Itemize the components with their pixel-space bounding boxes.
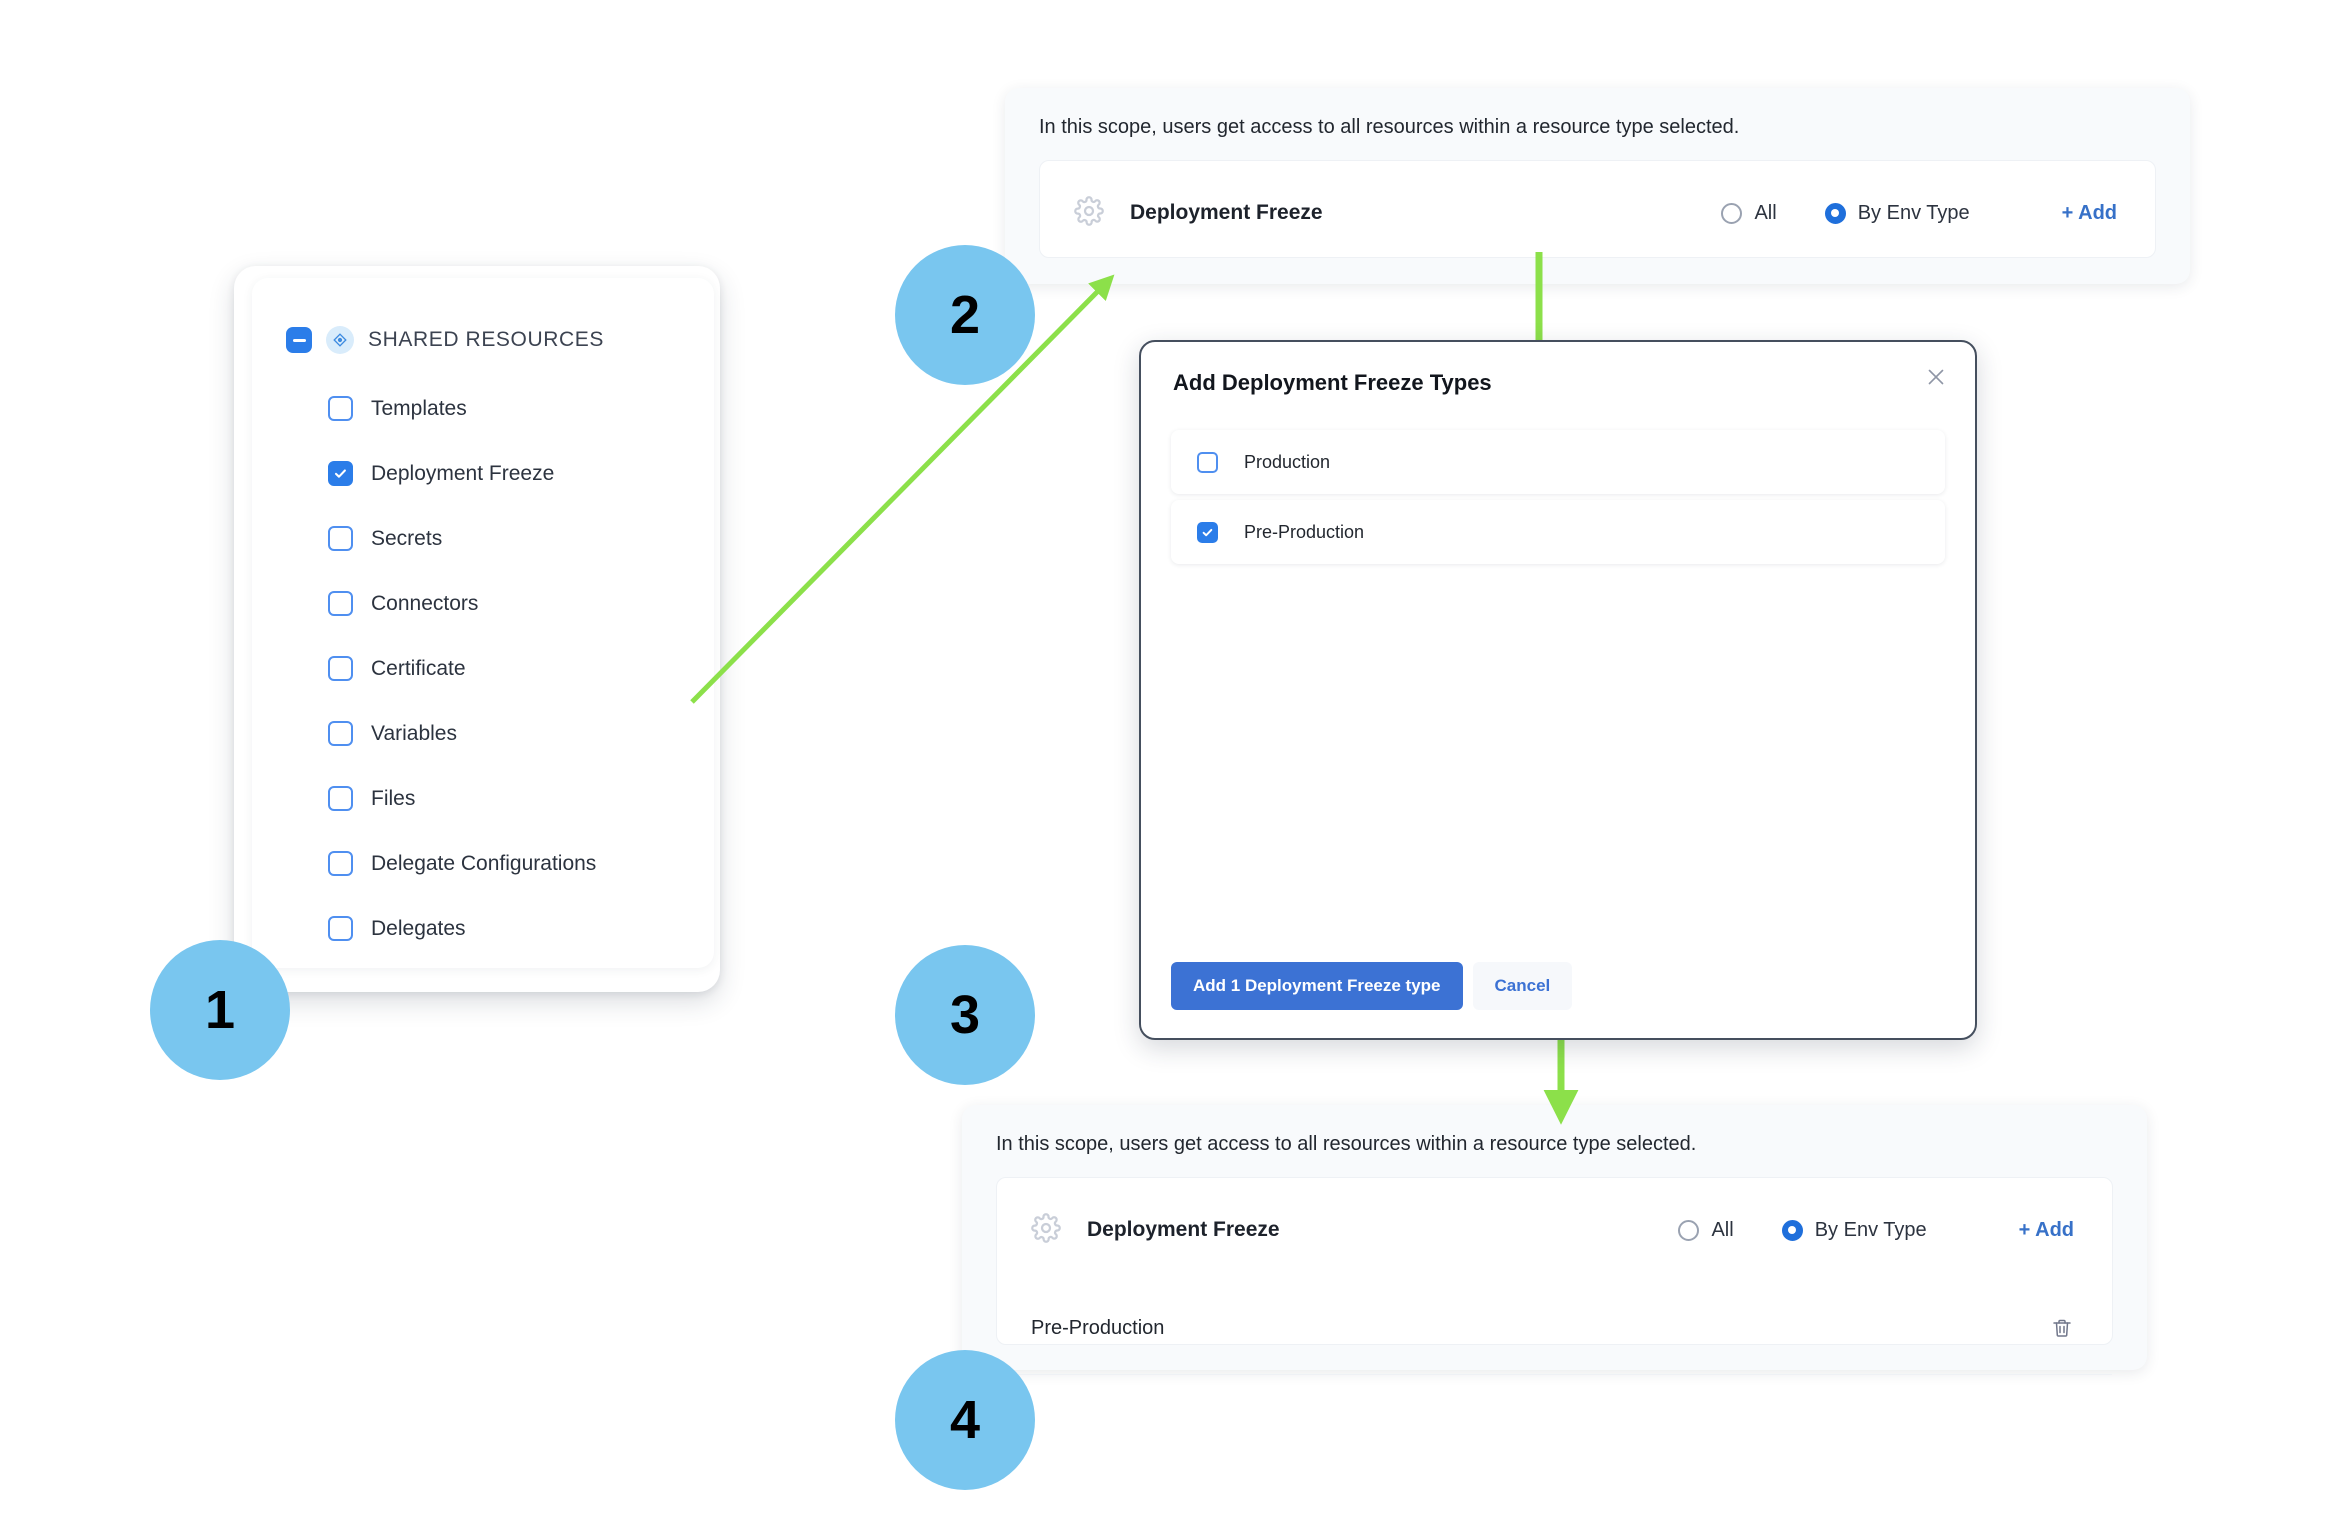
checkbox-certificate[interactable]	[328, 656, 353, 681]
scope-panel-bottom: In this scope, users get access to all r…	[962, 1105, 2147, 1375]
checkbox-connectors[interactable]	[328, 591, 353, 616]
checkbox-variables[interactable]	[328, 721, 353, 746]
resource-label: Deployment Freeze	[371, 461, 555, 485]
resource-label: Delegates	[371, 916, 466, 940]
step-badge-4: 4	[895, 1350, 1035, 1490]
radio-icon-all[interactable]	[1721, 202, 1743, 224]
checkbox-secrets[interactable]	[328, 526, 353, 551]
shared-resources-header[interactable]: SHARED RESOURCES	[252, 278, 714, 354]
resource-type-card-top: Deployment Freeze All By Env Type + Add	[1039, 160, 2156, 258]
modal-option-production[interactable]: Production	[1171, 430, 1945, 494]
resource-item-connectors[interactable]: Connectors	[252, 571, 714, 636]
add-deployment-freeze-type-button[interactable]: Add 1 Deployment Freeze type	[1171, 962, 1463, 1010]
trash-icon[interactable]	[2050, 1316, 2074, 1340]
resource-item-certificate[interactable]: Certificate	[252, 636, 714, 701]
cancel-button[interactable]: Cancel	[1472, 962, 1573, 1010]
scope-panel-top: In this scope, users get access to all r…	[1005, 88, 2190, 284]
resource-label: Delegate Configurations	[371, 851, 597, 875]
add-button-bottom[interactable]: + Add	[2018, 1218, 2074, 1241]
checkbox-deployment-freeze[interactable]	[328, 461, 353, 486]
scope-controls: All By Env Type + Add	[1630, 1219, 2074, 1242]
modal-option-label: Pre-Production	[1244, 521, 1365, 542]
shared-resources-title: SHARED RESOURCES	[368, 328, 604, 351]
scope-description: In this scope, users get access to all r…	[1039, 116, 1740, 138]
checkbox-files[interactable]	[328, 786, 353, 811]
scope-description: In this scope, users get access to all r…	[996, 1133, 1697, 1155]
modal-option-pre-production[interactable]: Pre-Production	[1171, 500, 1945, 564]
selected-env-row-pre-production: Pre-Production	[997, 1282, 2112, 1375]
radio-label: All	[1754, 201, 1777, 224]
checkbox-templates[interactable]	[328, 396, 353, 421]
modal-footer: Add 1 Deployment Freeze type Cancel	[1171, 962, 1573, 1010]
radio-icon-by-env-type[interactable]	[1781, 1219, 1803, 1241]
add-deployment-freeze-types-modal: Add Deployment Freeze Types Production P…	[1139, 340, 1977, 1040]
checkbox-delegate-configurations[interactable]	[328, 851, 353, 876]
radio-by-env-type-top[interactable]: By Env Type	[1824, 201, 1970, 225]
resource-item-deployment-freeze[interactable]: Deployment Freeze	[252, 441, 714, 506]
resource-label: Variables	[371, 721, 457, 745]
step-badge-3: 3	[895, 945, 1035, 1085]
deployment-freeze-type-list: Production Pre-Production	[1171, 430, 1945, 570]
resource-label: Files	[371, 786, 416, 810]
resource-type-list: Templates Deployment Freeze Secrets Conn…	[252, 354, 714, 961]
step-badge-1: 1	[150, 940, 290, 1080]
radio-label: By Env Type	[1857, 201, 1970, 224]
resource-item-templates[interactable]: Templates	[252, 376, 714, 441]
resource-name: Deployment Freeze	[1087, 1218, 1280, 1241]
modal-option-label: Production	[1244, 451, 1331, 472]
resource-label: Secrets	[371, 526, 443, 550]
add-button-top[interactable]: + Add	[2061, 201, 2117, 224]
radio-icon-by-env-type[interactable]	[1824, 202, 1846, 224]
resource-item-variables[interactable]: Variables	[252, 701, 714, 766]
checkbox-production[interactable]	[1197, 451, 1218, 473]
radio-label: All	[1711, 1218, 1734, 1241]
resource-type-row: Deployment Freeze All By Env Type + Add	[1040, 161, 2155, 265]
checkbox-pre-production[interactable]	[1197, 521, 1218, 543]
shared-resources-panel: SHARED RESOURCES Templates Deployment Fr…	[252, 278, 714, 968]
radio-label: By Env Type	[1814, 1218, 1927, 1241]
resource-diamond-icon	[326, 326, 354, 354]
resource-item-secrets[interactable]: Secrets	[252, 506, 714, 571]
step-badge-2: 2	[895, 245, 1035, 385]
resource-item-delegate-configurations[interactable]: Delegate Configurations	[252, 831, 714, 896]
selected-env-label: Pre-Production	[1031, 1316, 1165, 1339]
radio-icon-all[interactable]	[1678, 1219, 1700, 1241]
radio-by-env-type-bottom[interactable]: By Env Type	[1781, 1218, 1927, 1242]
gear-icon	[1031, 1212, 1061, 1248]
resource-label: Templates	[371, 396, 467, 420]
arrow-left-panel-to-scope-top	[690, 274, 1115, 704]
close-icon[interactable]	[1923, 364, 1949, 390]
minus-square-icon[interactable]	[286, 327, 312, 353]
modal-title: Add Deployment Freeze Types	[1173, 370, 1492, 395]
gear-icon	[1074, 195, 1104, 231]
resource-name: Deployment Freeze	[1130, 201, 1323, 224]
resource-type-row: Deployment Freeze All By Env Type + Add	[997, 1178, 2112, 1282]
resource-item-delegates[interactable]: Delegates	[252, 896, 714, 961]
resource-label: Connectors	[371, 591, 479, 615]
scope-controls: All By Env Type + Add	[1673, 202, 2117, 225]
resource-label: Certificate	[371, 656, 466, 680]
resource-item-files[interactable]: Files	[252, 766, 714, 831]
radio-all-bottom[interactable]: All	[1678, 1218, 1734, 1242]
resource-type-card-bottom: Deployment Freeze All By Env Type + Add …	[996, 1177, 2113, 1375]
radio-all-top[interactable]: All	[1721, 201, 1777, 225]
checkbox-delegates[interactable]	[328, 916, 353, 941]
